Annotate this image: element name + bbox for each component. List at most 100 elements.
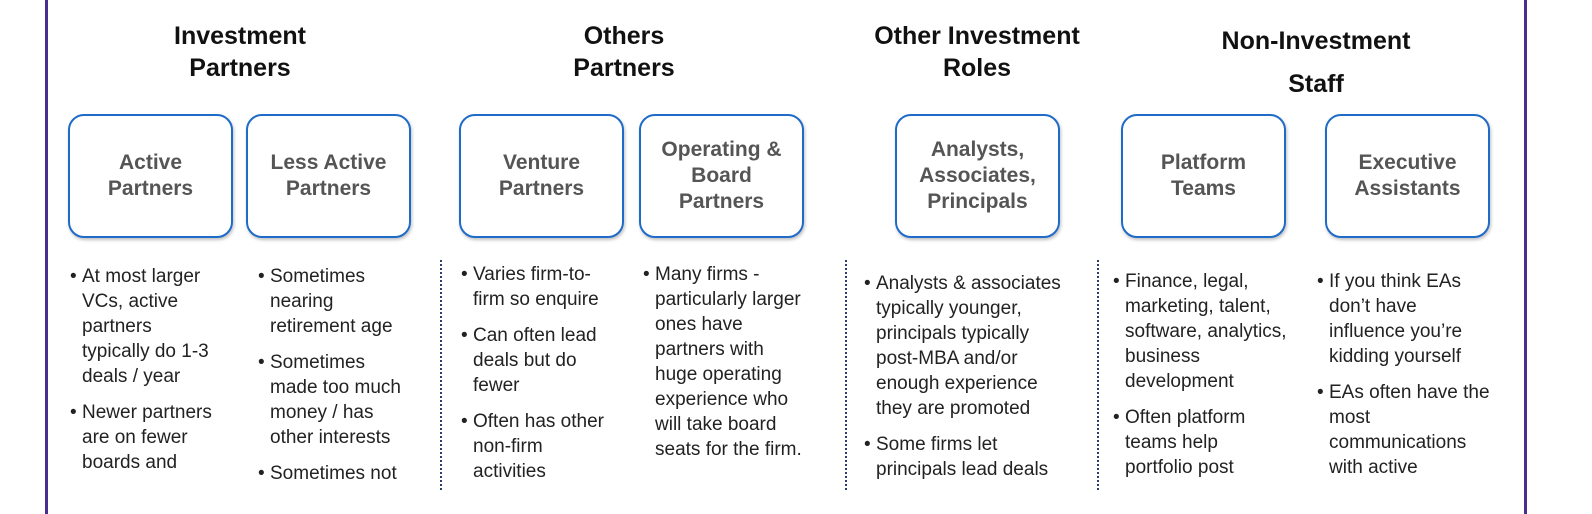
header-non-investment-staff: Non-Investment Staff [1196, 20, 1436, 106]
bullet-line: particularly larger [655, 289, 801, 310]
header-line: Investment [174, 22, 306, 50]
bullet-line: non-firm [473, 436, 543, 457]
bullets-executive-assistants: If you think EAs don’t have influence yo… [1317, 269, 1517, 491]
bullet-item: Often platform teams help portfolio post [1113, 405, 1313, 480]
bullet-item: EAs often have the most communications w… [1317, 380, 1517, 480]
bullet-line: huge operating [655, 364, 782, 385]
role-box-analysts-associates-principals: Analysts, Associates, Principals [895, 114, 1060, 238]
bullet-list: Sometimes nearing retirement age Sometim… [258, 264, 436, 486]
bullet-line: most [1329, 407, 1371, 428]
bullet-list: Many firms - particularly larger ones ha… [643, 262, 833, 462]
bullet-line: retirement age [270, 316, 393, 337]
bullet-item: Often has other non-firm activities [461, 409, 631, 484]
header-investment-partners: Investment Partners [140, 20, 340, 84]
bullet-line: ones have [655, 314, 743, 335]
bullet-line: principals typically [876, 323, 1030, 344]
bullet-item: Can often lead deals but do fewer [461, 323, 631, 398]
bullet-list: Finance, legal, marketing, talent, softw… [1113, 269, 1313, 480]
bullets-platform-teams: Finance, legal, marketing, talent, softw… [1113, 269, 1313, 491]
bullet-item: Sometimes made too much money / has othe… [258, 350, 436, 450]
header-line: Others [583, 22, 665, 50]
box-line: Venture [502, 151, 581, 174]
bullet-line: typically younger, [876, 298, 1022, 319]
box-line: Partners [285, 177, 372, 200]
box-line: Partners [498, 177, 585, 200]
bullet-line: If you think EAs [1329, 271, 1462, 292]
bullet-line: with active [1329, 457, 1418, 478]
header-line: Other Investment [874, 22, 1080, 50]
bullet-line: enough experience [876, 373, 1038, 394]
bullet-item: Many firms - particularly larger ones ha… [643, 262, 833, 462]
bullet-line: partners with [655, 339, 764, 360]
box-line: Associates, [919, 164, 1036, 187]
box-line: Partners [678, 190, 765, 213]
bullet-line: teams help [1125, 432, 1218, 453]
box-line: Active [118, 151, 183, 174]
role-box-less-active-partners: Less Active Partners [246, 114, 411, 238]
header-line: Non-Investment [1221, 27, 1411, 55]
header-other-investment-roles: Other Investment Roles [850, 20, 1104, 84]
bullet-line: partners [82, 316, 152, 337]
bullet-line: marketing, talent, [1125, 296, 1271, 317]
bullet-line: money / has [270, 402, 374, 423]
bullet-line: Sometimes [270, 266, 366, 287]
bullet-line: Often has other [473, 411, 604, 432]
bullet-line: Varies firm-to- [473, 264, 591, 285]
header-line: Partners [189, 54, 291, 82]
box-line: Teams [1171, 177, 1236, 200]
bullet-line: boards and [82, 452, 178, 473]
bullet-line: business [1125, 346, 1200, 367]
bullet-line: other interests [270, 427, 391, 448]
role-box-venture-partners: Venture Partners [459, 114, 624, 238]
bullet-line: software, analytics, [1125, 321, 1287, 342]
header-others-partners: Others Partners [524, 20, 724, 84]
bullet-line: Sometimes not [270, 463, 397, 484]
bullets-analysts-associates-principals: Analysts & associates typically younger,… [864, 271, 1090, 493]
bullet-line: fewer [473, 375, 520, 396]
bullet-line: activities [473, 461, 546, 482]
box-line: Platform [1160, 151, 1247, 174]
bullet-line: Often platform [1125, 407, 1246, 428]
bullet-list: If you think EAs don’t have influence yo… [1317, 269, 1517, 480]
role-box-platform-teams: Platform Teams [1121, 114, 1286, 238]
box-line: Less Active [270, 151, 387, 174]
bullets-active-partners: At most larger VCs, active partners typi… [70, 264, 246, 486]
bullet-line: don’t have [1329, 296, 1417, 317]
box-line: Executive [1358, 151, 1457, 174]
bullet-line: deals but do [473, 350, 577, 371]
outer-frame [45, 0, 1527, 514]
bullet-line: EAs often have the [1329, 382, 1490, 403]
bullets-venture-partners: Varies firm-to- firm so enquire Can ofte… [461, 262, 631, 495]
section-divider [440, 260, 442, 490]
bullet-item: Newer partners are on fewer boards and [70, 400, 246, 475]
bullet-line: will take board [655, 414, 777, 435]
bullet-item: At most larger VCs, active partners typi… [70, 264, 246, 389]
bullets-less-active-partners: Sometimes nearing retirement age Sometim… [258, 264, 436, 497]
bullet-line: principals lead deals [876, 459, 1049, 480]
bullet-line: they are promoted [876, 398, 1031, 419]
bullet-line: kidding yourself [1329, 346, 1462, 367]
bullet-line: communications [1329, 432, 1467, 453]
bullet-line: development [1125, 371, 1234, 392]
bullet-line: VCs, active [82, 291, 179, 312]
bullet-item: Sometimes nearing retirement age [258, 264, 436, 339]
bullet-line: Can often lead [473, 325, 597, 346]
role-box-executive-assistants: Executive Assistants [1325, 114, 1490, 238]
bullet-line: influence you’re [1329, 321, 1463, 342]
bullet-item: Sometimes not [258, 461, 436, 486]
header-line: Staff [1288, 70, 1344, 98]
bullet-list: Analysts & associates typically younger,… [864, 271, 1090, 482]
box-line: Board [691, 164, 752, 187]
bullet-list: At most larger VCs, active partners typi… [70, 264, 246, 475]
bullet-line: typically do 1-3 [82, 341, 209, 362]
box-line: Analysts, [930, 138, 1025, 161]
box-line: Principals [927, 190, 1028, 213]
bullet-line: experience who [655, 389, 789, 410]
role-box-active-partners: Active Partners [68, 114, 233, 238]
bullet-line: are on fewer [82, 427, 188, 448]
bullet-item: Some firms let principals lead deals [864, 432, 1090, 482]
bullets-operating-board-partners: Many firms - particularly larger ones ha… [643, 262, 833, 473]
bullet-line: Newer partners [82, 402, 212, 423]
bullet-line: Sometimes [270, 352, 366, 373]
bullet-line: seats for the firm. [655, 439, 802, 460]
